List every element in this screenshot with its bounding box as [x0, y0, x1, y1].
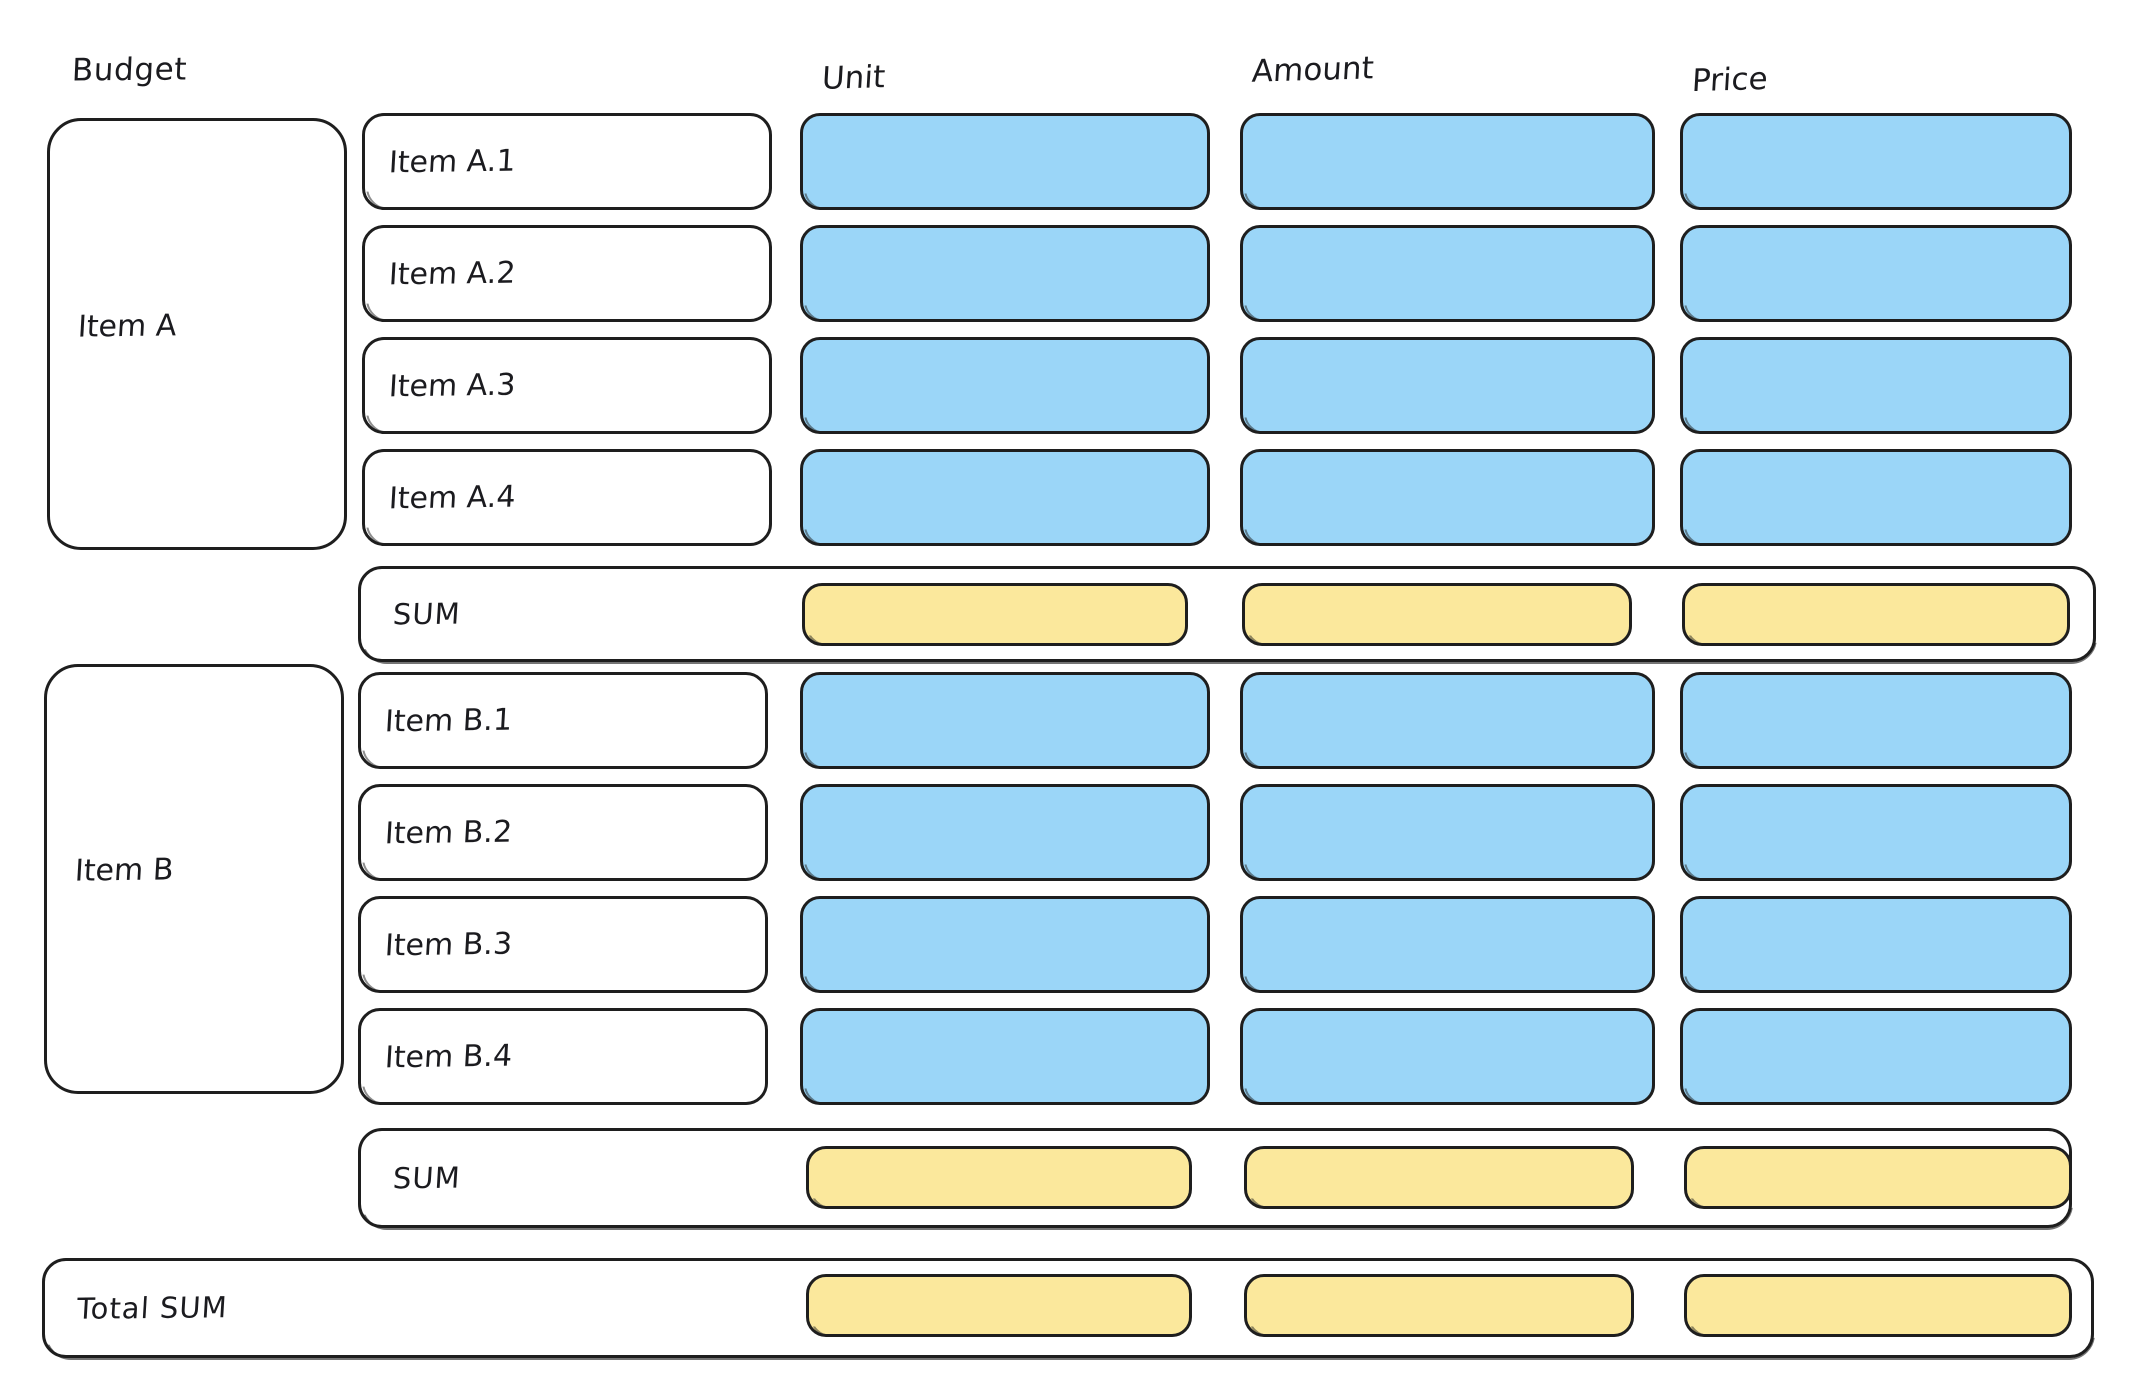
- row-name-label: Item A.2: [387, 255, 517, 292]
- total-sum-cell-unit[interactable]: [806, 1274, 1192, 1337]
- cell-price-item-a-2[interactable]: [1680, 225, 2072, 322]
- column-header-price: Price: [1690, 60, 1769, 100]
- cell-price-item-a-4[interactable]: [1680, 449, 2072, 546]
- group-label-item-a: Item A: [76, 308, 178, 345]
- cell-amount-item-b-4[interactable]: [1240, 1008, 1655, 1105]
- cell-amount-item-a-1[interactable]: [1240, 113, 1655, 210]
- cell-amount-item-a-2[interactable]: [1240, 225, 1655, 322]
- sum-row-label: SUM: [391, 1160, 462, 1196]
- row-name-item-a-4[interactable]: Item A.4: [362, 449, 772, 546]
- cell-amount-item-b-1[interactable]: [1240, 672, 1655, 769]
- cell-unit-item-b-4[interactable]: [800, 1008, 1210, 1105]
- total-sum-cell-amount[interactable]: [1244, 1274, 1634, 1337]
- group-label-item-b: Item B: [73, 852, 175, 889]
- row-name-label: Item B.1: [383, 702, 514, 739]
- cell-unit-item-a-4[interactable]: [800, 449, 1210, 546]
- row-name-item-b-1[interactable]: Item B.1: [358, 672, 768, 769]
- row-name-item-a-2[interactable]: Item A.2: [362, 225, 772, 322]
- sum-cell-unit-item-a[interactable]: [802, 583, 1188, 646]
- total-sum-cell-price[interactable]: [1684, 1274, 2072, 1337]
- sum-cell-price-item-a[interactable]: [1682, 583, 2070, 646]
- column-header-unit: Unit: [820, 59, 887, 97]
- row-name-item-a-3[interactable]: Item A.3: [362, 337, 772, 434]
- row-name-label: Item A.1: [387, 143, 517, 180]
- row-name-label: Item B.4: [383, 1038, 514, 1075]
- sum-cell-amount-item-b[interactable]: [1244, 1146, 1634, 1209]
- group-box-item-b[interactable]: Item B: [44, 664, 344, 1094]
- cell-unit-item-a-1[interactable]: [800, 113, 1210, 210]
- row-name-item-b-3[interactable]: Item B.3: [358, 896, 768, 993]
- column-header-amount: Amount: [1250, 50, 1375, 90]
- cell-unit-item-b-1[interactable]: [800, 672, 1210, 769]
- sum-cell-amount-item-a[interactable]: [1242, 583, 1632, 646]
- cell-amount-item-b-3[interactable]: [1240, 896, 1655, 993]
- cell-amount-item-b-2[interactable]: [1240, 784, 1655, 881]
- page-title: Budget: [71, 51, 188, 89]
- row-name-label: Item A.4: [387, 479, 517, 516]
- cell-amount-item-a-4[interactable]: [1240, 449, 1655, 546]
- cell-unit-item-a-2[interactable]: [800, 225, 1210, 322]
- sum-row-label: SUM: [391, 596, 462, 632]
- row-name-item-a-1[interactable]: Item A.1: [362, 113, 772, 210]
- cell-price-item-b-4[interactable]: [1680, 1008, 2072, 1105]
- cell-price-item-a-3[interactable]: [1680, 337, 2072, 434]
- row-name-label: Item B.3: [383, 926, 514, 963]
- cell-unit-item-b-2[interactable]: [800, 784, 1210, 881]
- cell-unit-item-b-3[interactable]: [800, 896, 1210, 993]
- group-box-item-a[interactable]: Item A: [47, 118, 347, 550]
- cell-price-item-a-1[interactable]: [1680, 113, 2072, 210]
- row-name-label: Item B.2: [383, 814, 514, 851]
- row-name-label: Item A.3: [387, 367, 517, 404]
- cell-price-item-b-3[interactable]: [1680, 896, 2072, 993]
- sum-cell-price-item-b[interactable]: [1684, 1146, 2072, 1209]
- cell-amount-item-a-3[interactable]: [1240, 337, 1655, 434]
- sum-cell-unit-item-b[interactable]: [806, 1146, 1192, 1209]
- row-name-item-b-4[interactable]: Item B.4: [358, 1008, 768, 1105]
- total-sum-label: Total SUM: [75, 1290, 229, 1326]
- cell-price-item-b-2[interactable]: [1680, 784, 2072, 881]
- cell-price-item-b-1[interactable]: [1680, 672, 2072, 769]
- row-name-item-b-2[interactable]: Item B.2: [358, 784, 768, 881]
- cell-unit-item-a-3[interactable]: [800, 337, 1210, 434]
